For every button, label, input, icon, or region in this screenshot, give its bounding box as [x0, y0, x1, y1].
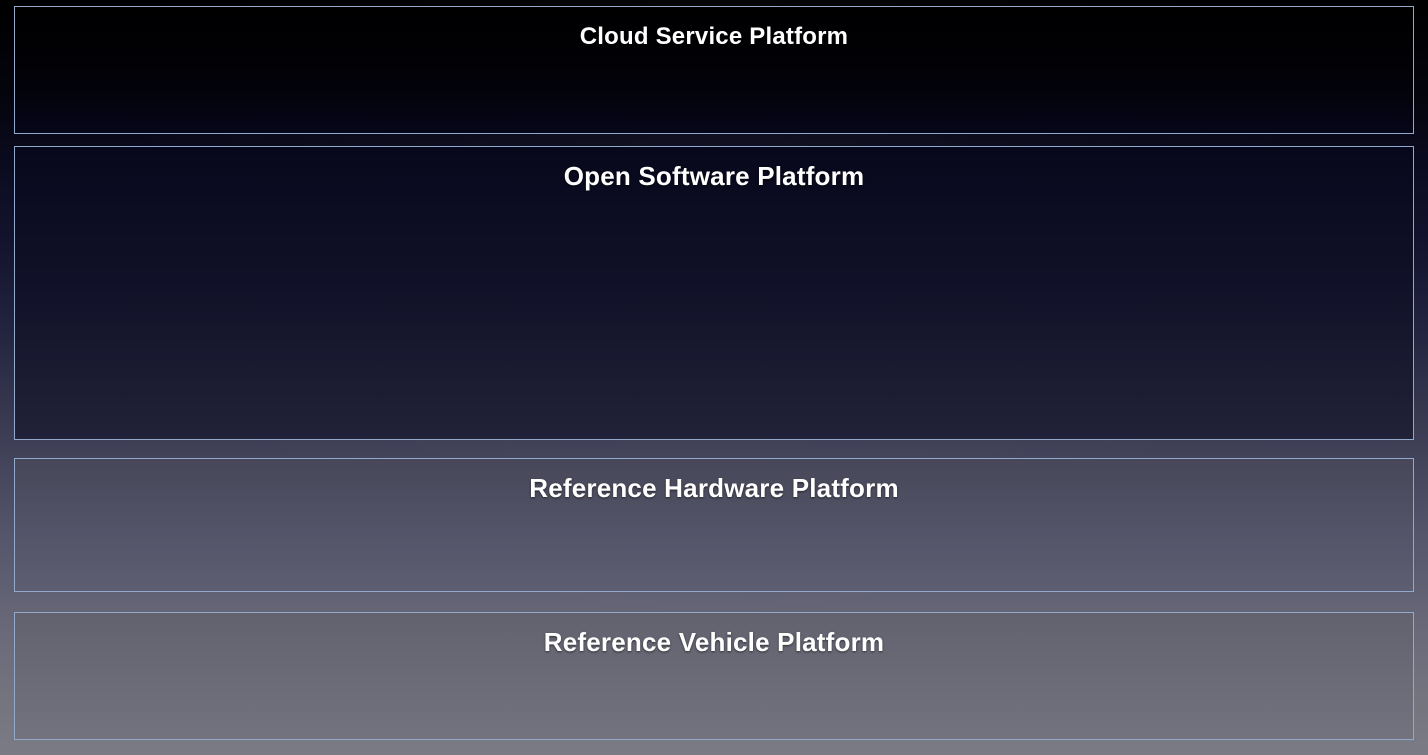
panel-title-reference-vehicle-platform: Reference Vehicle Platform [543, 627, 885, 657]
panel-title-open-software-platform: Open Software Platform [563, 161, 865, 191]
panel-title-reference-hardware-platform: Reference Hardware Platform [529, 473, 899, 503]
panel-reference-hardware-platform: Reference Hardware Platform [14, 458, 1414, 592]
panel-reference-vehicle-platform: Reference Vehicle Platform [14, 612, 1414, 740]
panel-open-software-platform: Open Software Platform [14, 146, 1414, 440]
panel-title-cloud-service-platform: Cloud Service Platform [579, 23, 849, 50]
panel-cloud-service-platform: Cloud Service Platform [14, 6, 1414, 134]
